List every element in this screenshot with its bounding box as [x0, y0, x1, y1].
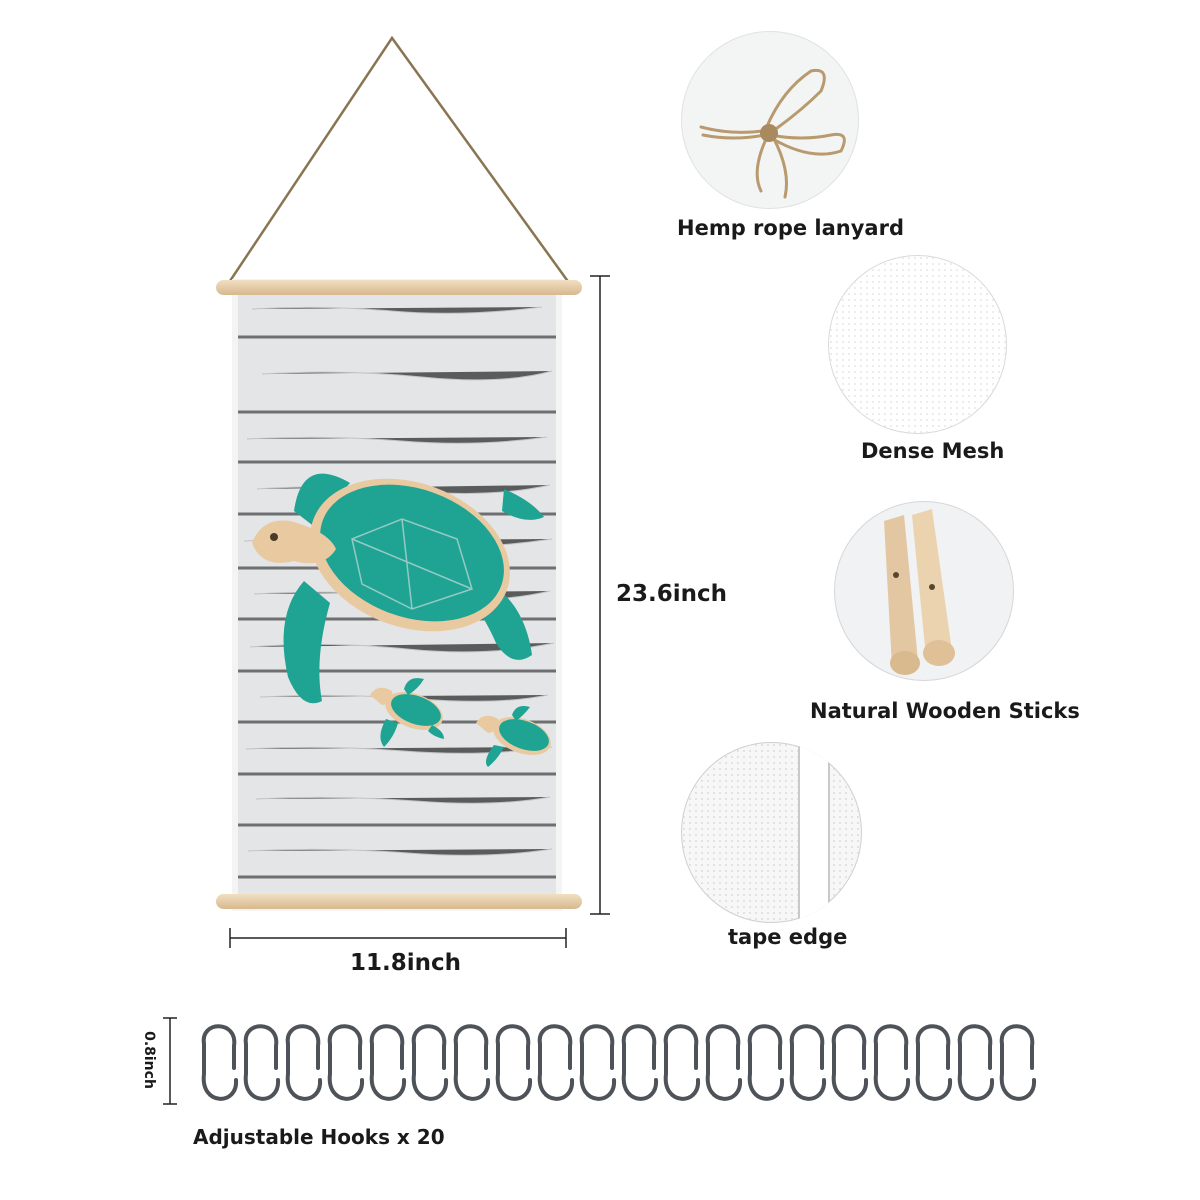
height-dimension-line	[590, 275, 610, 915]
hook-size-dimension-line	[163, 1017, 177, 1105]
s-hook-icon	[495, 1024, 533, 1101]
sea-turtle-large	[252, 473, 544, 704]
s-hook-icon	[789, 1024, 827, 1101]
top-wooden-stick	[216, 280, 582, 295]
s-hook-icon	[579, 1024, 617, 1101]
s-hook-icon	[411, 1024, 449, 1101]
hemp-rope-image	[681, 31, 859, 209]
sea-turtle-small-1	[370, 678, 444, 747]
dense-mesh-image	[828, 255, 1007, 434]
s-hook-icon	[621, 1024, 659, 1101]
s-hook-icon	[747, 1024, 785, 1101]
wooden-sticks-label: Natural Wooden Sticks	[810, 699, 1080, 723]
s-hook-icon	[663, 1024, 701, 1101]
s-hook-icon	[537, 1024, 575, 1101]
s-hook-icon	[957, 1024, 995, 1101]
s-hook-icon	[243, 1024, 281, 1101]
hooks-label: Adjustable Hooks x 20	[193, 1125, 445, 1149]
s-hook-icon	[285, 1024, 323, 1101]
s-hook-icon	[873, 1024, 911, 1101]
wooden-sticks-icon	[884, 509, 955, 675]
s-hooks-row	[201, 1024, 1037, 1101]
tape-edge-label: tape edge	[728, 925, 848, 949]
hook-size-label: 0.8inch	[140, 1031, 157, 1089]
sea-turtle-small-2	[476, 706, 551, 767]
tape-edge-image	[681, 742, 862, 923]
s-hook-icon	[705, 1024, 743, 1101]
bottom-wooden-stick	[216, 894, 582, 909]
s-hook-icon	[453, 1024, 491, 1101]
height-dimension-label: 23.6inch	[616, 581, 728, 607]
s-hook-icon	[915, 1024, 953, 1101]
dense-mesh-label: Dense Mesh	[861, 439, 1005, 463]
hemp-rope-label: Hemp rope lanyard	[677, 216, 904, 240]
tape-edge-icon	[681, 742, 862, 923]
wooden-sticks-image	[834, 501, 1014, 681]
hemp-rope-icon	[699, 68, 846, 199]
s-hook-icon	[369, 1024, 407, 1101]
s-hook-icon	[831, 1024, 869, 1101]
width-dimension-label: 11.8inch	[350, 950, 462, 976]
mesh-texture-icon	[828, 255, 1007, 434]
s-hook-icon	[327, 1024, 365, 1101]
wood-plank-canvas	[232, 279, 562, 911]
s-hook-icon	[201, 1024, 239, 1101]
wall-scroll	[232, 279, 562, 911]
width-dimension-line	[229, 928, 567, 948]
s-hook-icon	[999, 1024, 1037, 1101]
